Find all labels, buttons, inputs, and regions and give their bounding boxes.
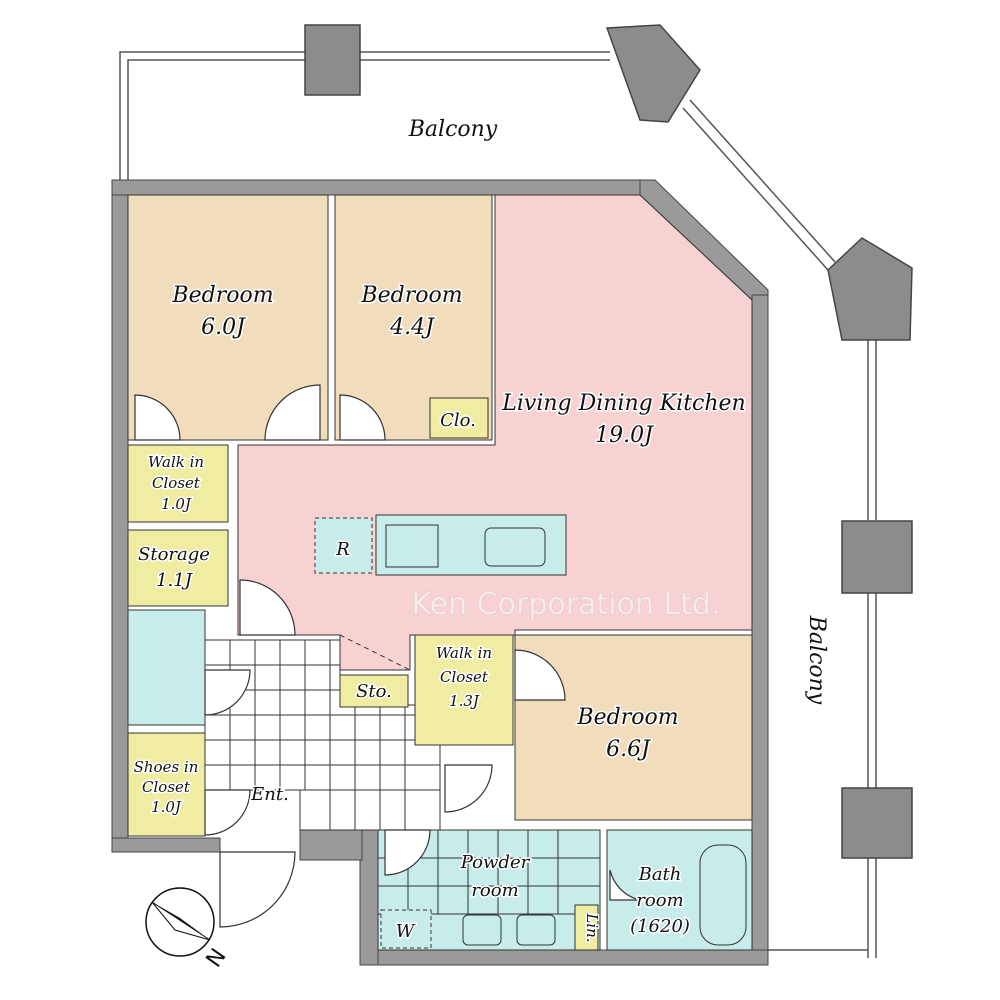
kitchen-sink-icon <box>484 527 546 567</box>
door[interactable] <box>384 829 431 876</box>
door[interactable] <box>264 384 321 441</box>
refrigerator-label: R <box>335 539 350 560</box>
ldk-size: 19.0J <box>595 423 654 448</box>
washer-label: W <box>396 921 416 942</box>
wic1-line1: Walk in <box>148 453 204 471</box>
watermark: Ken Corporation Ltd. <box>412 587 721 622</box>
bedroom-3-name: Bedroom <box>576 705 678 730</box>
bedroom-1-size: 6.0J <box>201 315 246 340</box>
door[interactable] <box>134 394 181 441</box>
entrance-label: Ent. <box>250 784 289 805</box>
wic1-line2: Closet <box>152 474 201 492</box>
wic2-size: 1.3J <box>449 692 480 710</box>
bedroom-2-size: 4.4J <box>389 315 435 340</box>
closet <box>429 397 489 439</box>
wic1-size: 1.0J <box>161 495 192 513</box>
door[interactable] <box>339 394 386 441</box>
powder-line2: room <box>471 880 518 901</box>
shoes-closet <box>127 732 206 837</box>
column <box>841 787 913 859</box>
bedroom-3 <box>514 634 753 821</box>
bath-line2: room <box>636 890 683 911</box>
sink-icon <box>516 914 556 946</box>
linen-label: Lin. <box>583 912 601 942</box>
stove-icon <box>385 524 439 568</box>
column <box>841 520 913 594</box>
walk-in-closet-1 <box>127 444 229 523</box>
compass-icon: N <box>145 887 233 974</box>
sto-closet <box>339 674 409 708</box>
entrance-door[interactable] <box>219 851 296 928</box>
storage-name: Storage <box>138 544 210 565</box>
powder-line1: Powder <box>460 852 531 873</box>
bath-size: (1620) <box>630 916 690 937</box>
shoes-line1: Shoes in <box>134 758 199 776</box>
column <box>605 24 701 123</box>
bath-line1: Bath <box>638 864 682 885</box>
shoes-size: 1.0J <box>151 798 182 816</box>
shoes-line2: Closet <box>142 778 191 796</box>
bedroom-3-size: 6.6J <box>606 737 651 762</box>
balcony-label-east: Balcony <box>804 615 829 705</box>
storage-size: 1.1J <box>156 570 194 591</box>
linen-closet <box>574 904 599 951</box>
door[interactable] <box>444 764 493 813</box>
storage <box>127 529 229 607</box>
doors <box>134 384 641 928</box>
dashed-line <box>339 634 411 671</box>
bathtub-icon <box>699 844 747 946</box>
walk-in-closet-2 <box>414 634 514 746</box>
bathroom <box>606 829 753 951</box>
sink-icon <box>462 914 502 946</box>
door[interactable] <box>514 649 566 701</box>
column <box>304 24 361 96</box>
door[interactable] <box>204 669 251 716</box>
door[interactable] <box>204 789 251 836</box>
toilet <box>127 609 206 726</box>
door[interactable] <box>609 869 641 901</box>
bedroom-2-name: Bedroom <box>360 283 462 308</box>
column <box>827 237 913 341</box>
wic2-line1: Walk in <box>436 644 492 662</box>
refrigerator-space <box>314 517 373 574</box>
wic2-line2: Closet <box>440 668 489 686</box>
sto-label: Sto. <box>356 681 392 702</box>
balcony-north <box>119 51 877 958</box>
washer-space <box>380 909 432 949</box>
bedroom-1-name: Bedroom <box>171 283 273 308</box>
ldk-name: Living Dining Kitchen <box>501 391 745 416</box>
closet-label: Clo. <box>440 410 476 431</box>
balcony-label-north: Balcony <box>408 117 498 142</box>
door[interactable] <box>239 579 296 636</box>
entrance-hall <box>204 639 441 831</box>
compass-north-label: N <box>202 944 232 972</box>
balcony-columns <box>304 24 913 859</box>
